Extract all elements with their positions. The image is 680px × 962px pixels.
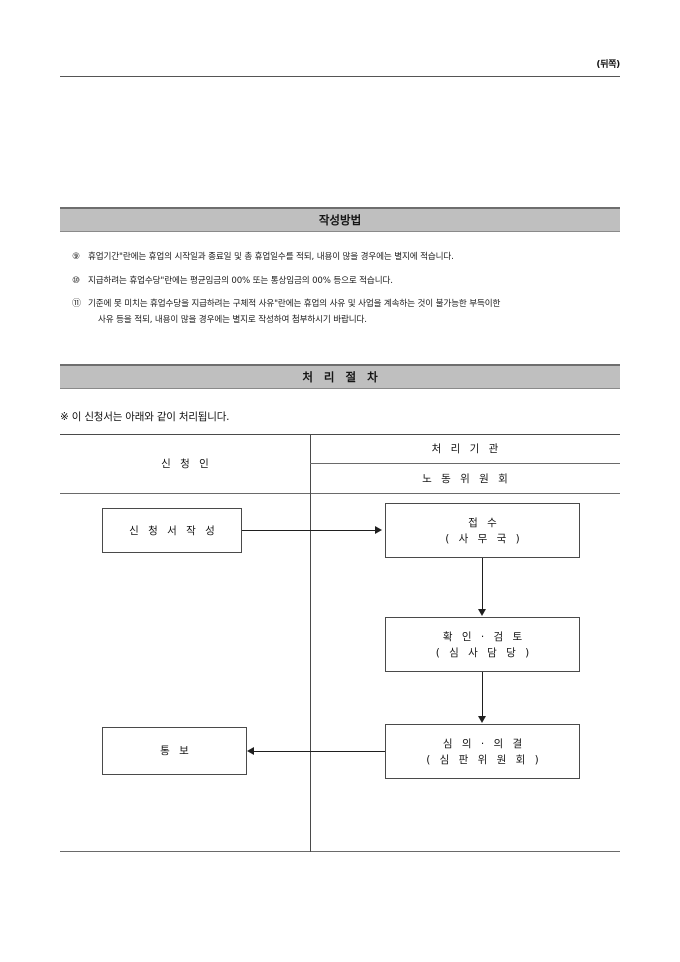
column-header-applicant: 신 청 인 bbox=[161, 458, 212, 470]
section-header-process: 처 리 절 차 bbox=[60, 364, 620, 389]
section-title-process: 처 리 절 차 bbox=[302, 370, 382, 384]
arrow-down-icon bbox=[478, 609, 486, 616]
instruction-text: 휴업기간"란에는 휴업의 시작일과 종료일 및 총 휴업일수를 적되, 내용이 … bbox=[88, 252, 454, 262]
arrow-down-icon bbox=[478, 716, 486, 723]
flow-top-border bbox=[60, 434, 620, 435]
page-side-marker: (뒤쪽) bbox=[596, 60, 620, 70]
instruction-text-continuation: 사유 등을 적되, 내용이 많을 경우에는 별지로 작성하여 첨부하시기 바랍니… bbox=[98, 314, 367, 325]
column-header-commission: 노 동 위 원 회 bbox=[422, 472, 511, 485]
agency-header-split-rule bbox=[310, 463, 620, 464]
header-divider-rule bbox=[60, 76, 620, 77]
column-header-agency: 처 리 기 관 bbox=[431, 443, 502, 455]
instruction-list: ⑨ 휴업기간"란에는 휴업의 시작일과 종료일 및 총 휴업일수를 적되, 내용… bbox=[60, 250, 620, 336]
section-title-method: 작성방법 bbox=[318, 213, 362, 227]
bullet-marker-icon: ⑩ bbox=[72, 275, 80, 286]
arrow-right-icon bbox=[375, 525, 382, 534]
flow-box-sublabel: ( 사 무 국 ) bbox=[445, 532, 523, 545]
flow-box-label: 신 청 서 작 성 bbox=[129, 524, 218, 537]
flow-box-label: 확 인 · 검 토 bbox=[442, 630, 526, 643]
flow-header-border bbox=[60, 493, 620, 494]
instruction-item: ⑪ 기준에 못 미치는 휴업수당을 지급하려는 구체적 사유"란에는 휴업의 사… bbox=[60, 297, 620, 328]
instruction-item: ⑩ 지급하려는 휴업수당"란에는 평균임금의 00% 또는 통상임금의 00% … bbox=[60, 274, 620, 290]
flow-box-review: 확 인 · 검 토 ( 심 사 담 당 ) bbox=[385, 617, 580, 672]
bullet-marker-icon: ⑨ bbox=[72, 252, 80, 262]
flow-column-divider bbox=[310, 434, 311, 852]
flow-box-label: 심 의 · 의 결 bbox=[442, 737, 526, 750]
process-flow-diagram: 신 청 인 처 리 기 관 노 동 위 원 회 신 청 서 작 성 접 수 ( … bbox=[60, 434, 620, 852]
connector-review-to-decision bbox=[482, 672, 483, 717]
instruction-item: ⑨ 휴업기간"란에는 휴업의 시작일과 종료일 및 총 휴업일수를 적되, 내용… bbox=[60, 250, 620, 266]
flow-box-sublabel: ( 심 판 위 원 회 ) bbox=[426, 753, 542, 766]
flow-box-write-application: 신 청 서 작 성 bbox=[102, 508, 242, 553]
connector-decision-to-notify bbox=[254, 751, 385, 752]
section-header-method: 작성방법 bbox=[60, 207, 620, 232]
connector-receipt-to-review bbox=[482, 558, 483, 610]
flow-bottom-border bbox=[60, 851, 620, 852]
instruction-text: 지급하려는 휴업수당"란에는 평균임금의 00% 또는 통상임금의 00% 등으… bbox=[88, 275, 393, 286]
instruction-text: 기준에 못 미치는 휴업수당을 지급하려는 구체적 사유"란에는 휴업의 사유 … bbox=[88, 299, 501, 309]
flow-box-label: 통 보 bbox=[160, 745, 192, 757]
bullet-marker-icon: ⑪ bbox=[72, 299, 81, 309]
flow-box-label: 접 수 bbox=[468, 516, 500, 529]
connector-write-to-receipt bbox=[242, 530, 378, 531]
flow-box-sublabel: ( 심 사 담 당 ) bbox=[435, 646, 533, 659]
flow-box-notify: 통 보 bbox=[102, 727, 247, 775]
flow-box-decision: 심 의 · 의 결 ( 심 판 위 원 회 ) bbox=[385, 724, 580, 779]
arrow-left-icon bbox=[247, 746, 254, 755]
flow-box-receipt: 접 수 ( 사 무 국 ) bbox=[385, 503, 580, 558]
process-note-text: ※ 이 신청서는 아래와 같이 처리됩니다. bbox=[60, 411, 230, 423]
